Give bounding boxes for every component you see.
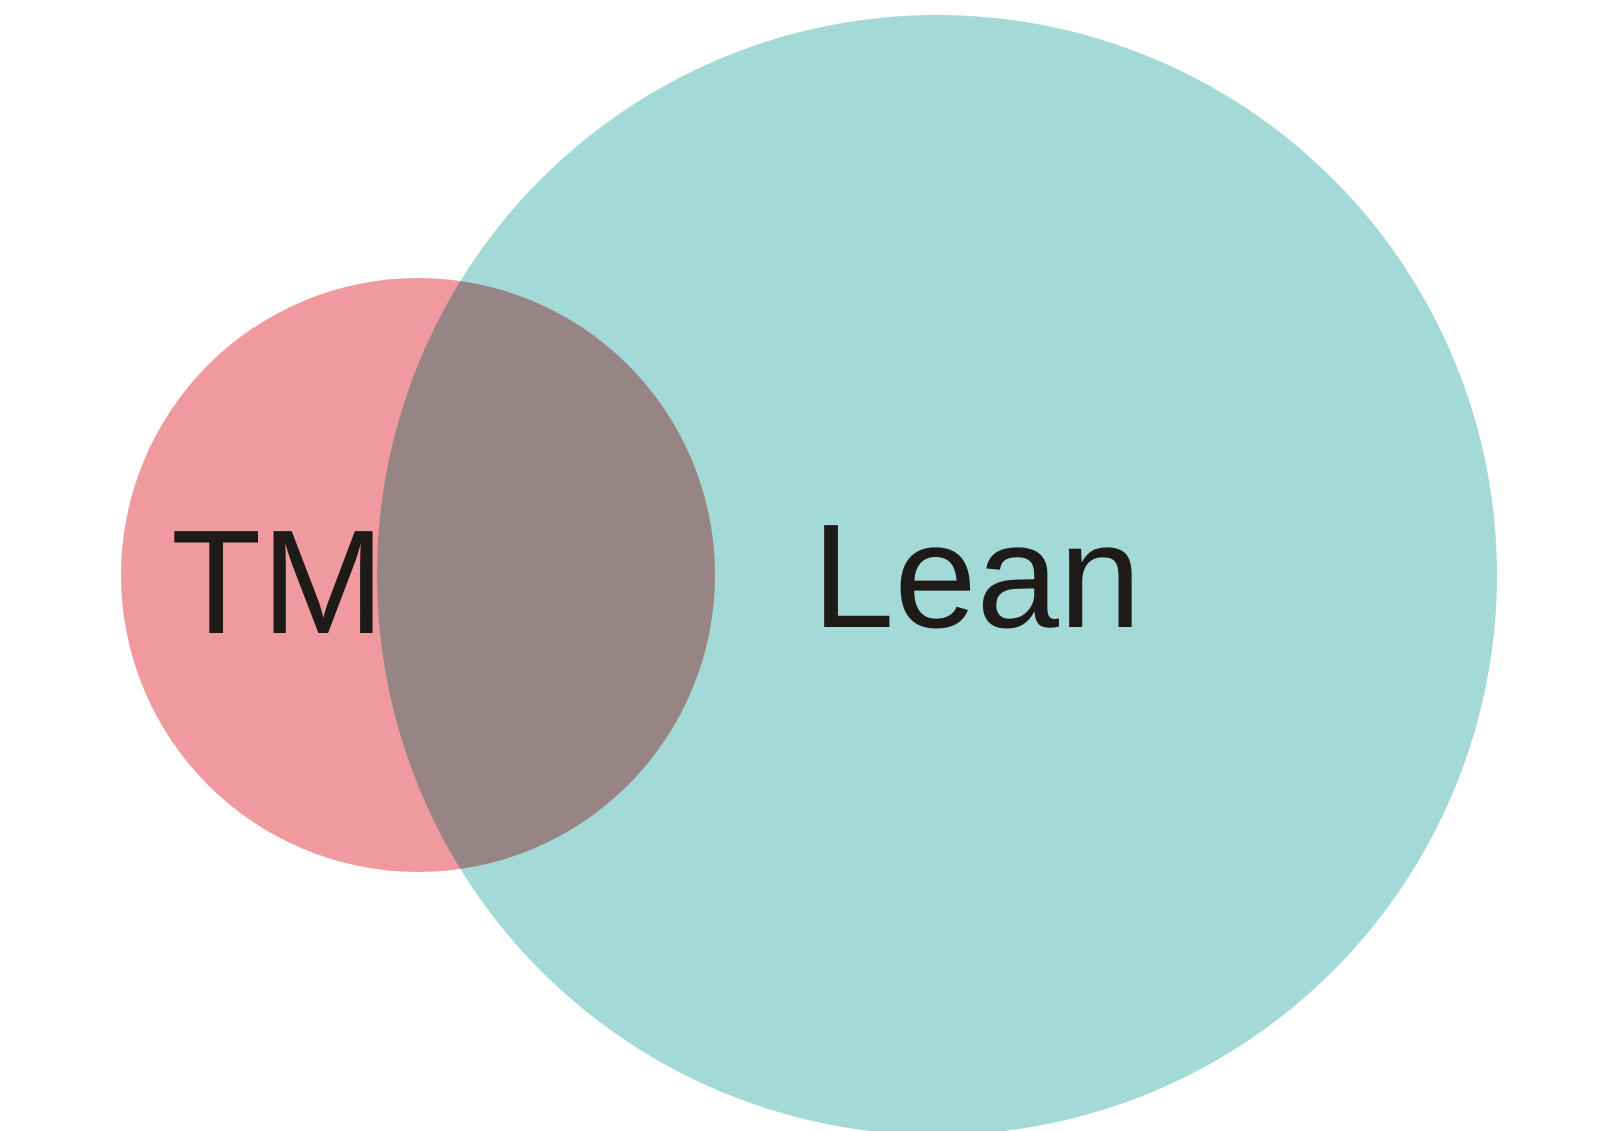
tm-lean-overlap: [377, 278, 715, 872]
lean-label: Lean: [812, 494, 1141, 659]
tm-label: TM: [171, 500, 385, 665]
lean-circle: [377, 15, 1497, 1131]
